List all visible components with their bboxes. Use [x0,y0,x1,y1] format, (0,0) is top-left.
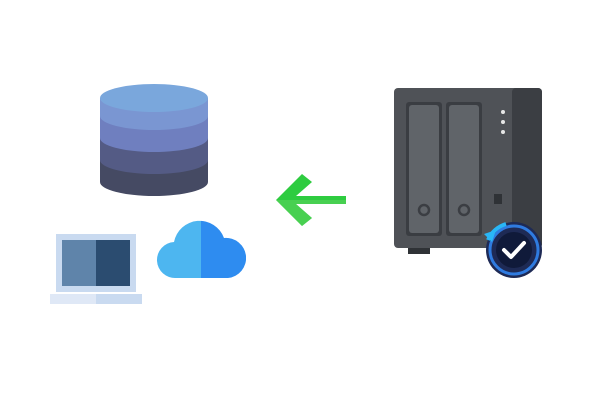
nas-server-icon [394,88,542,254]
arrow-left-icon [276,174,346,226]
backup-check-badge-icon [484,222,542,278]
laptop-icon [50,234,142,304]
database-icon [100,84,208,196]
cloud-icon [156,220,246,279]
